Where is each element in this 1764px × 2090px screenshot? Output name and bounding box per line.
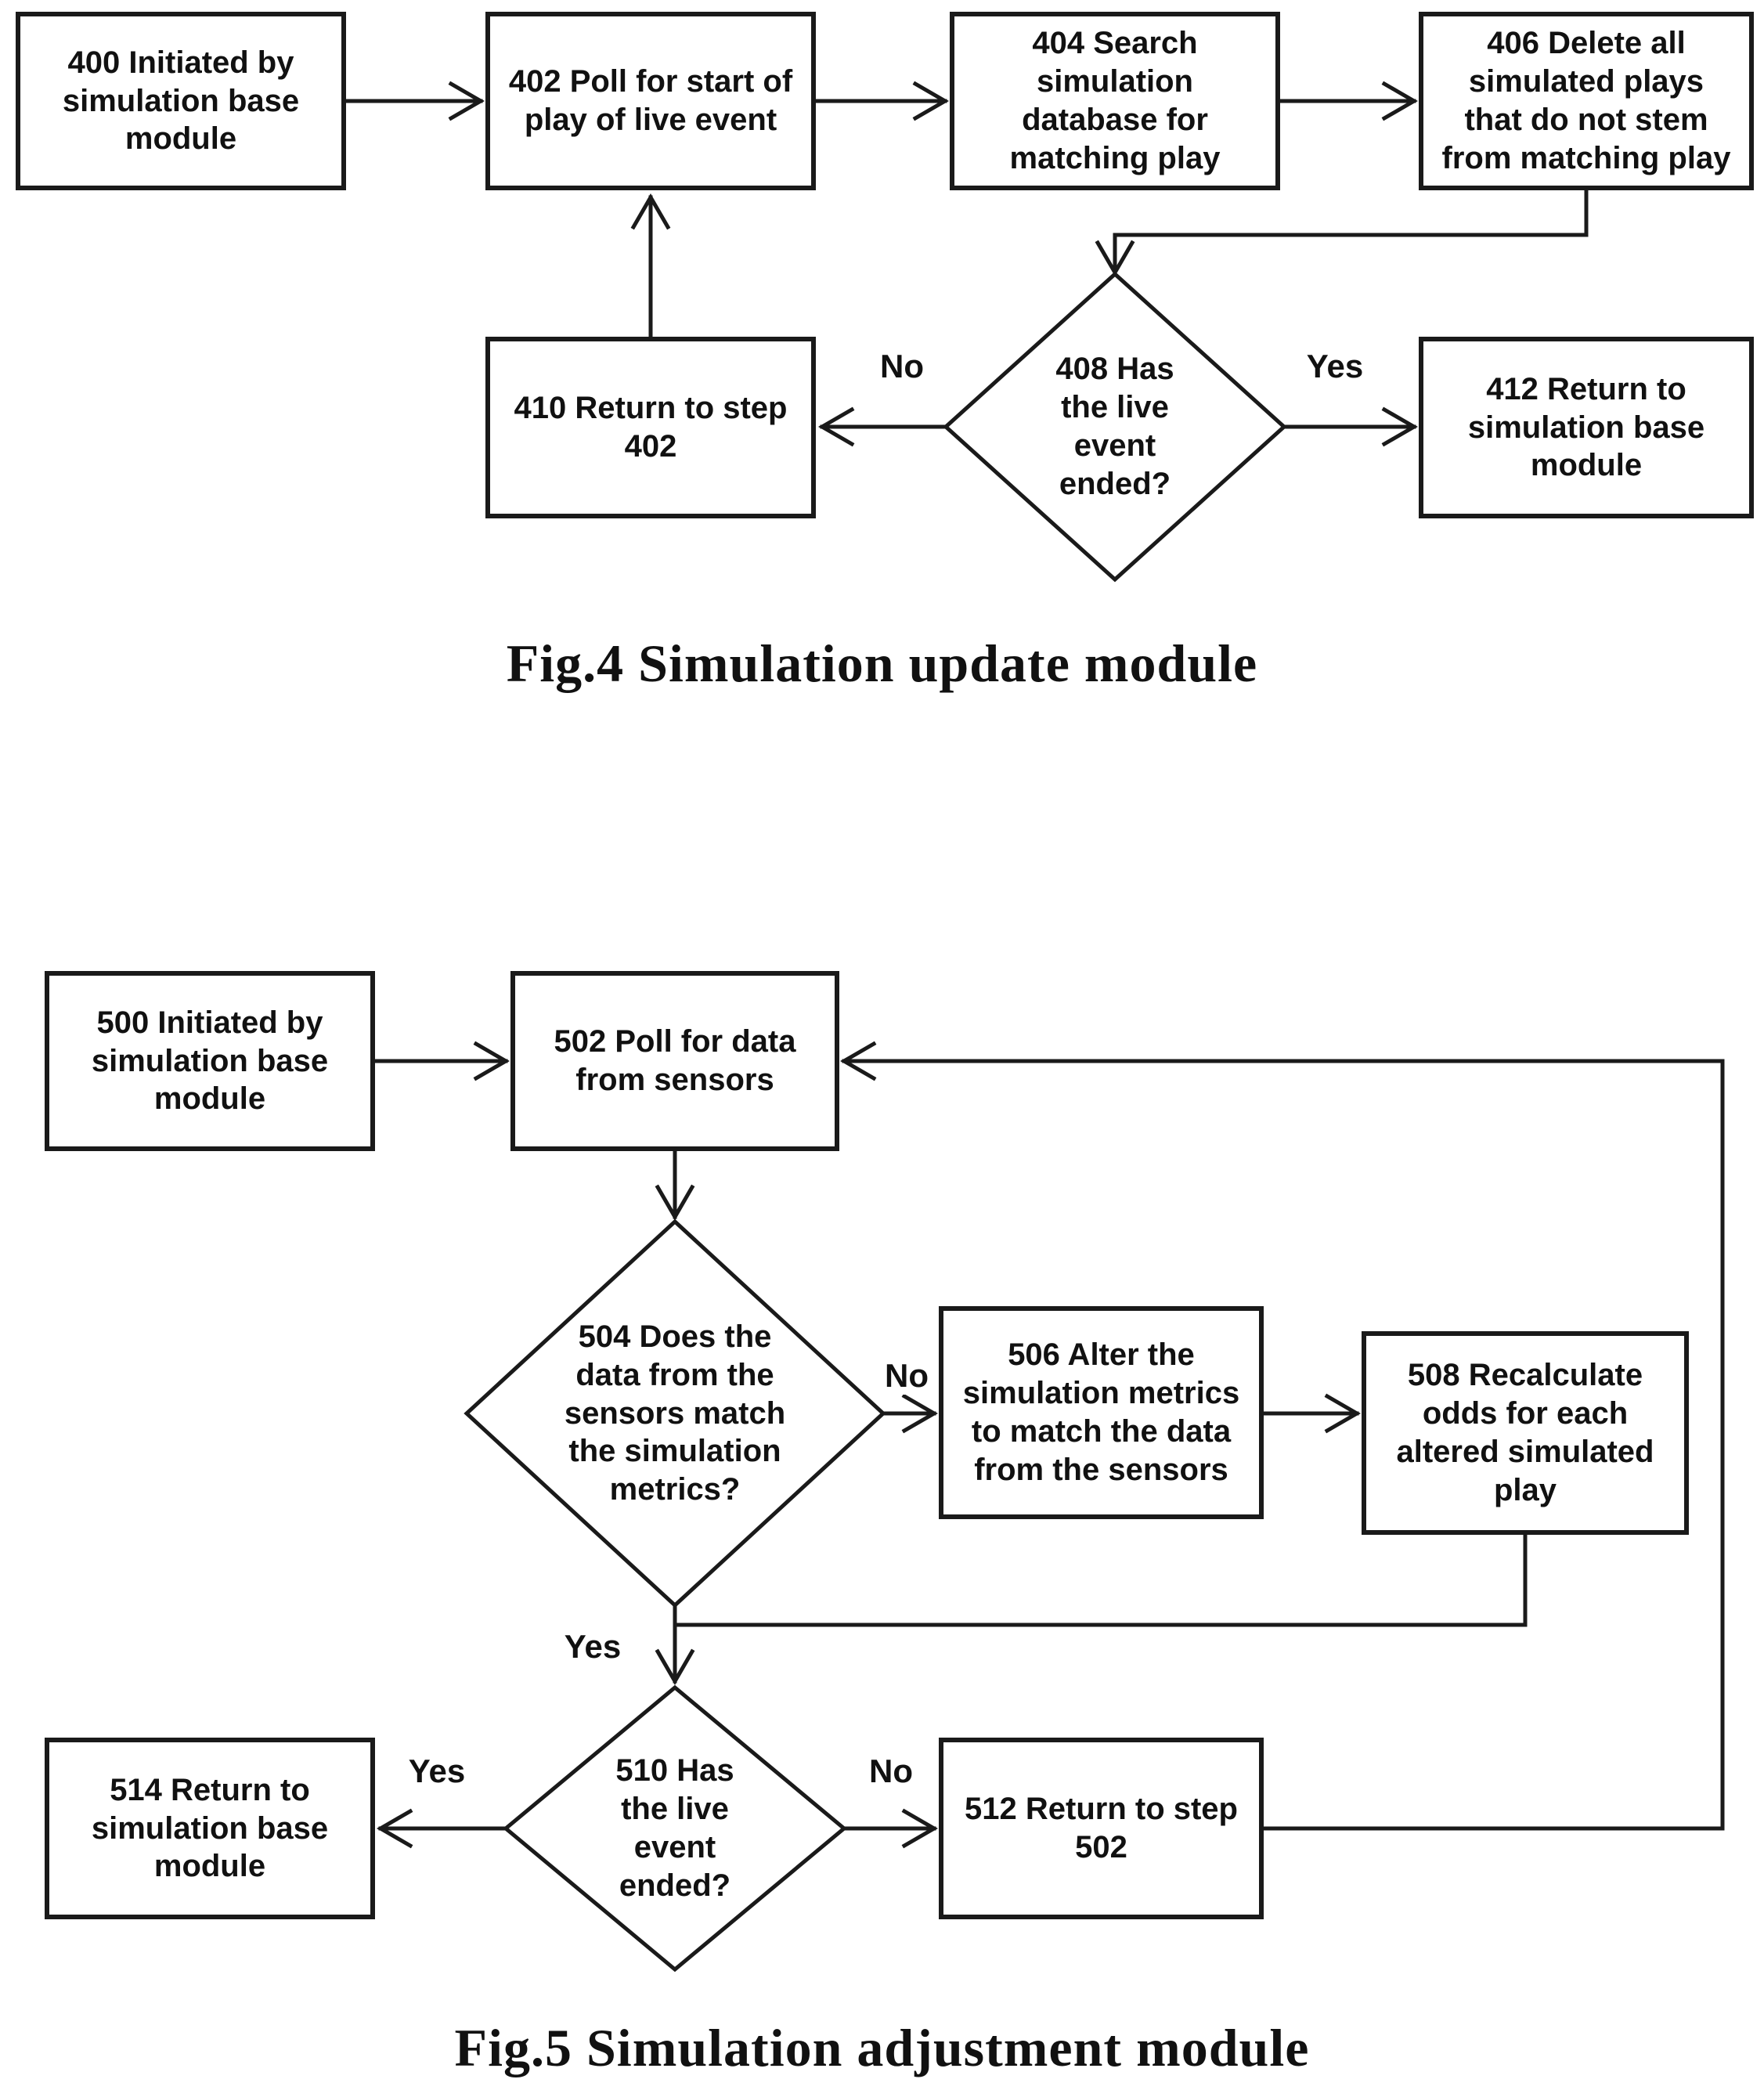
- box-508: 508 Recalculate odds for each altered si…: [1362, 1331, 1689, 1535]
- arrow-402-404: [813, 81, 949, 121]
- box-404-label: 404 Search simulation database for match…: [1009, 26, 1221, 175]
- branch-label-408-yes: Yes: [1301, 348, 1369, 385]
- box-410-label: 410 Return to step 402: [514, 391, 788, 464]
- arrow-406-408: [1095, 188, 1589, 276]
- box-412: 412 Return to simulation base module: [1419, 337, 1754, 518]
- arrow-504-510-yes: [655, 1603, 695, 1685]
- box-400-label: 400 Initiated by simulation base module: [62, 45, 300, 157]
- fig4-caption: Fig.4 Simulation update module: [506, 633, 1258, 693]
- box-406-label: 406 Delete all simulated plays that do n…: [1441, 26, 1731, 175]
- box-500: 500 Initiated by simulation base module: [45, 971, 375, 1151]
- box-506-label: 506 Alter the simulation metrics to matc…: [962, 1337, 1240, 1487]
- arrow-408-410-no: [818, 406, 948, 447]
- box-514: 514 Return to simulation base module: [45, 1738, 375, 1919]
- box-514-label: 514 Return to simulation base module: [91, 1772, 329, 1884]
- box-410: 410 Return to step 402: [485, 337, 816, 518]
- arrow-500-502: [373, 1041, 510, 1081]
- box-506: 506 Alter the simulation metrics to matc…: [939, 1306, 1264, 1519]
- branch-label-504-no: No: [880, 1357, 933, 1395]
- diamond-408-shape: [943, 271, 1287, 583]
- line-508-merge: [673, 1532, 1528, 1627]
- box-404: 404 Search simulation database for match…: [950, 12, 1280, 190]
- branch-label-510-yes: Yes: [403, 1752, 471, 1790]
- box-508-label: 508 Recalculate odds for each altered si…: [1396, 1358, 1654, 1507]
- box-512: 512 Return to step 502: [939, 1738, 1264, 1919]
- arrow-506-508: [1261, 1393, 1361, 1434]
- box-412-label: 412 Return to simulation base module: [1467, 371, 1705, 483]
- box-512-label: 512 Return to step 502: [965, 1792, 1238, 1864]
- arrow-510-514-yes: [377, 1808, 508, 1849]
- box-502: 502 Poll for data from sensors: [510, 971, 839, 1151]
- diamond-504-shape: [464, 1218, 886, 1608]
- box-400: 400 Initiated by simulation base module: [16, 12, 346, 190]
- branch-label-510-no: No: [864, 1752, 918, 1790]
- fig5-caption: Fig.5 Simulation adjustment module: [454, 2018, 1310, 2077]
- arrow-502-504: [655, 1149, 695, 1221]
- arrow-504-506-no: [881, 1393, 938, 1434]
- branch-label-504-yes: Yes: [559, 1628, 626, 1666]
- arrow-510-512-no: [842, 1808, 938, 1849]
- arrow-408-412-yes: [1282, 406, 1418, 447]
- arrow-410-402: [630, 193, 671, 338]
- diamond-510-shape: [503, 1684, 847, 1973]
- box-502-label: 502 Poll for data from sensors: [554, 1024, 796, 1097]
- line-512-loop-502: [840, 1041, 1725, 1831]
- arrow-400-402: [344, 81, 485, 121]
- box-402-label: 402 Poll for start of play of live event: [508, 64, 793, 137]
- arrow-404-406: [1278, 81, 1418, 121]
- branch-label-408-no: No: [875, 348, 929, 385]
- box-406: 406 Delete all simulated plays that do n…: [1419, 12, 1754, 190]
- box-500-label: 500 Initiated by simulation base module: [91, 1005, 329, 1117]
- box-402: 402 Poll for start of play of live event: [485, 12, 816, 190]
